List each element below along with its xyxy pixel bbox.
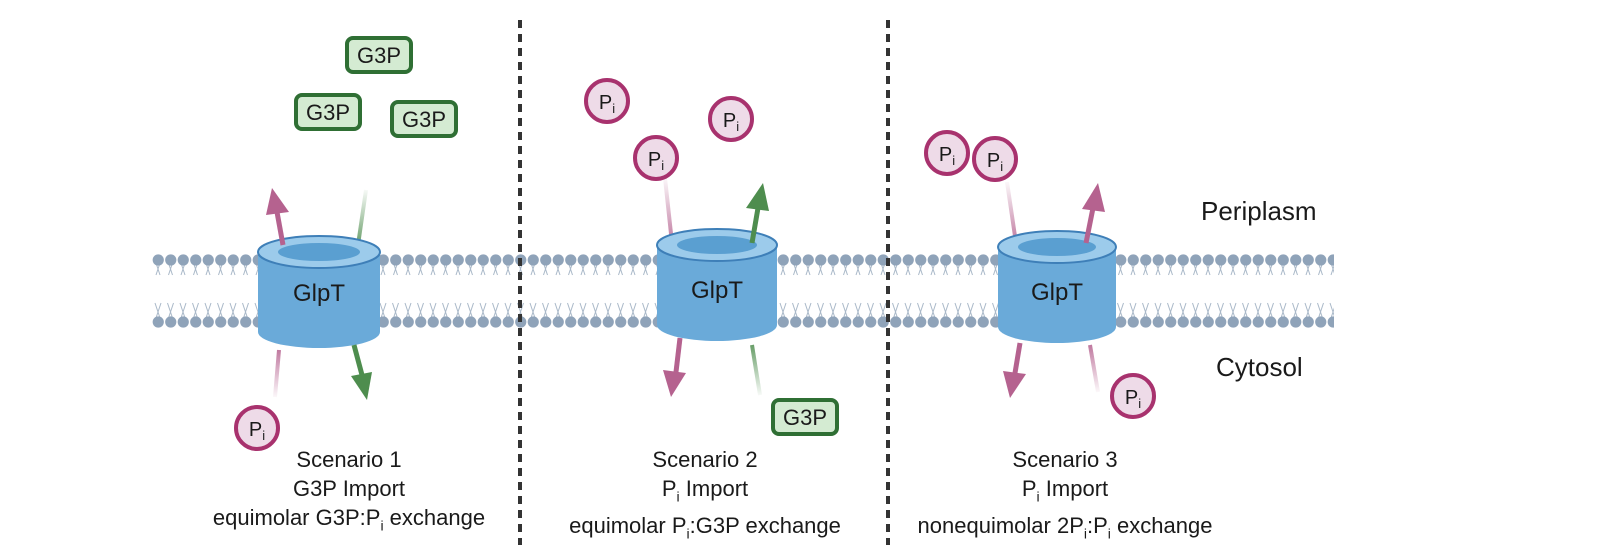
g3p-import-arrow [351,344,372,400]
pi-entry-stem [663,177,674,244]
glpt-transporter-1: GlpT [257,235,381,348]
scenario-2-caption: Scenario 2 Pi Import equimolar Pi:G3P ex… [540,445,870,549]
scenario-exchange: equimolar Pi:G3P exchange [569,513,841,542]
scenario-1-caption: Scenario 1 G3P Import equimolar G3P:Pi e… [174,445,524,540]
pi-molecule: Pi [584,78,630,124]
glpt-label: GlpT [691,277,743,304]
periplasm-label: Periplasm [1201,196,1317,226]
svg-text:Pi: Pi [1125,387,1141,411]
pi-import-arrow [663,337,686,397]
pi-molecule: Pi [234,405,280,451]
pi-export-arrow [1082,183,1105,244]
svg-text:G3P: G3P [357,43,401,68]
svg-text:Pi: Pi [249,419,265,443]
pi-molecule: Pi [1110,373,1156,419]
pi-exit-stem [273,349,281,398]
scenario-import: Pi Import [1021,476,1109,505]
scenario-import: Pi Import [661,476,749,505]
pi-entry-stem [1005,181,1018,244]
pi-molecule: Pi [633,135,679,181]
svg-text:Pi: Pi [599,92,615,116]
scenario-title: Scenario 2 [652,447,758,472]
scenario-3-group: GlpT Pi Pi Pi [924,130,1156,419]
pi-molecule: Pi [972,136,1018,182]
glpt-label: GlpT [293,280,345,307]
scenario-title: Scenario 3 [1012,447,1118,472]
glpt-transporter-2: GlpT [656,228,778,341]
svg-text:Pi: Pi [648,149,664,173]
svg-text:G3P: G3P [306,100,350,125]
scenario-3-caption: Scenario 3 Pi Import nonequimolar 2Pi:Pi… [890,445,1240,549]
svg-text:G3P: G3P [402,107,446,132]
g3p-molecule: G3P [294,93,362,131]
scenario-2-group: GlpT Pi Pi Pi G3P [584,78,839,436]
g3p-entry-stem [356,189,368,246]
pi-molecule: Pi [708,96,754,142]
svg-text:G3P: G3P [783,405,827,430]
pi-exit-stem [1088,344,1100,393]
svg-text:Pi: Pi [723,110,739,134]
svg-text:Pi: Pi [987,150,1003,174]
pi-molecule: Pi [924,130,970,176]
g3p-exit-stem [750,344,762,396]
glpt-transporter-3: GlpT [997,230,1117,343]
g3p-molecule: G3P [390,100,458,138]
scenario-1-group: GlpT G3P G3P G3P Pi [234,36,458,451]
cytosol-label: Cytosol [1216,352,1303,382]
pi-import-arrow [1003,342,1026,398]
scenario-title: Scenario 1 [296,447,402,472]
svg-text:Pi: Pi [939,144,955,168]
g3p-molecule: G3P [345,36,413,74]
scenario-exchange: equimolar G3P:Pi exchange [212,505,486,534]
g3p-export-arrow [746,183,769,244]
pi-export-arrow [266,188,289,246]
scenario-exchange: nonequimolar 2Pi:Pi exchange [917,513,1213,542]
glpt-label: GlpT [1031,279,1083,306]
scenario-import: G3P Import [292,476,406,501]
g3p-molecule: G3P [771,398,839,436]
